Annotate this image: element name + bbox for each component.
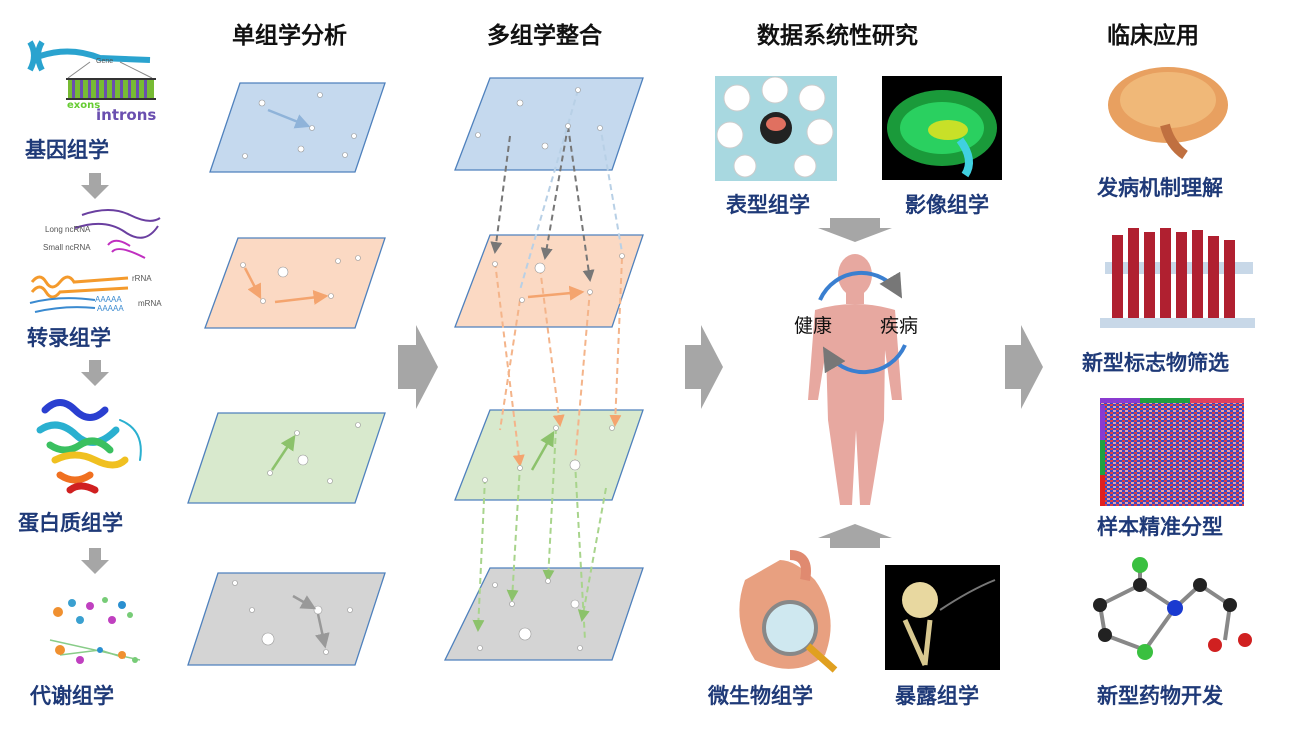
header-clinical-application: 临床应用 xyxy=(1107,23,1199,49)
microbiome-image xyxy=(739,550,838,673)
multi-plane-metabolomics xyxy=(443,567,644,661)
plane-metabolomics xyxy=(187,572,386,666)
plane-proteomics xyxy=(187,412,386,504)
phenomics-image xyxy=(715,76,837,181)
label-precision-typing: 样本精准分型 xyxy=(1097,515,1223,539)
brain-image xyxy=(1108,67,1228,160)
label-proteomics: 蛋白质组学 xyxy=(18,511,123,535)
label-genomics: 基因组学 xyxy=(25,138,109,162)
rrna-label: rRNA xyxy=(132,274,152,283)
protein-structure-icon xyxy=(36,399,142,494)
introns-label: introns xyxy=(96,106,157,124)
polya-label-2: AAAAA xyxy=(97,304,124,313)
multi-plane-proteomics xyxy=(454,409,644,501)
exons-label: exons xyxy=(67,100,101,111)
label-drug-development: 新型药物开发 xyxy=(1097,684,1223,708)
plane-transcriptomics xyxy=(204,237,386,329)
brain-imaging-image xyxy=(882,76,1002,180)
label-imaging: 影像组学 xyxy=(905,193,989,217)
multi-plane-transcriptomics xyxy=(454,234,644,328)
multi-plane-genomics xyxy=(454,77,644,171)
header-single-omics: 单组学分析 xyxy=(232,23,347,49)
polya-label-1: AAAAA xyxy=(95,295,122,304)
blood-tubes-image xyxy=(1100,228,1255,328)
label-transcriptomics: 转录组学 xyxy=(27,326,111,350)
small-ncrna-label: Small ncRNA xyxy=(43,243,91,252)
long-ncrna-label: Long ncRNA xyxy=(45,225,91,234)
human-body-figure xyxy=(808,254,902,505)
label-disease: 疾病 xyxy=(880,315,919,337)
flow-arrow-icons xyxy=(398,218,1043,548)
rna-strands-icon xyxy=(29,209,161,313)
plane-genomics xyxy=(209,82,386,173)
multi-omics-planes xyxy=(443,77,644,661)
label-biomarker-screening: 新型标志物筛选 xyxy=(1082,351,1229,375)
single-omics-planes xyxy=(187,82,386,666)
label-phenomics: 表型组学 xyxy=(726,193,810,217)
gene-label: Gene xyxy=(96,58,114,65)
label-pathogenesis: 发病机制理解 xyxy=(1097,176,1223,200)
label-microbiome: 微生物组学 xyxy=(708,684,813,708)
heatmap-image xyxy=(1100,398,1244,506)
exposome-smoking-skeleton-image xyxy=(885,565,1000,670)
health-disease-cycle-icon xyxy=(818,271,907,374)
mrna-label: mRNA xyxy=(138,299,162,308)
down-arrow-icons xyxy=(81,173,109,574)
metabolite-network-icon xyxy=(49,597,141,664)
header-systematic-research: 数据系统性研究 xyxy=(757,23,918,49)
label-health: 健康 xyxy=(794,315,833,337)
label-metabolomics: 代谢组学 xyxy=(30,684,114,708)
header-multi-omics: 多组学整合 xyxy=(487,23,602,49)
label-exposome: 暴露组学 xyxy=(895,684,979,708)
chromosome-gene-icon xyxy=(27,40,156,100)
molecule-structure-image xyxy=(1093,557,1252,660)
